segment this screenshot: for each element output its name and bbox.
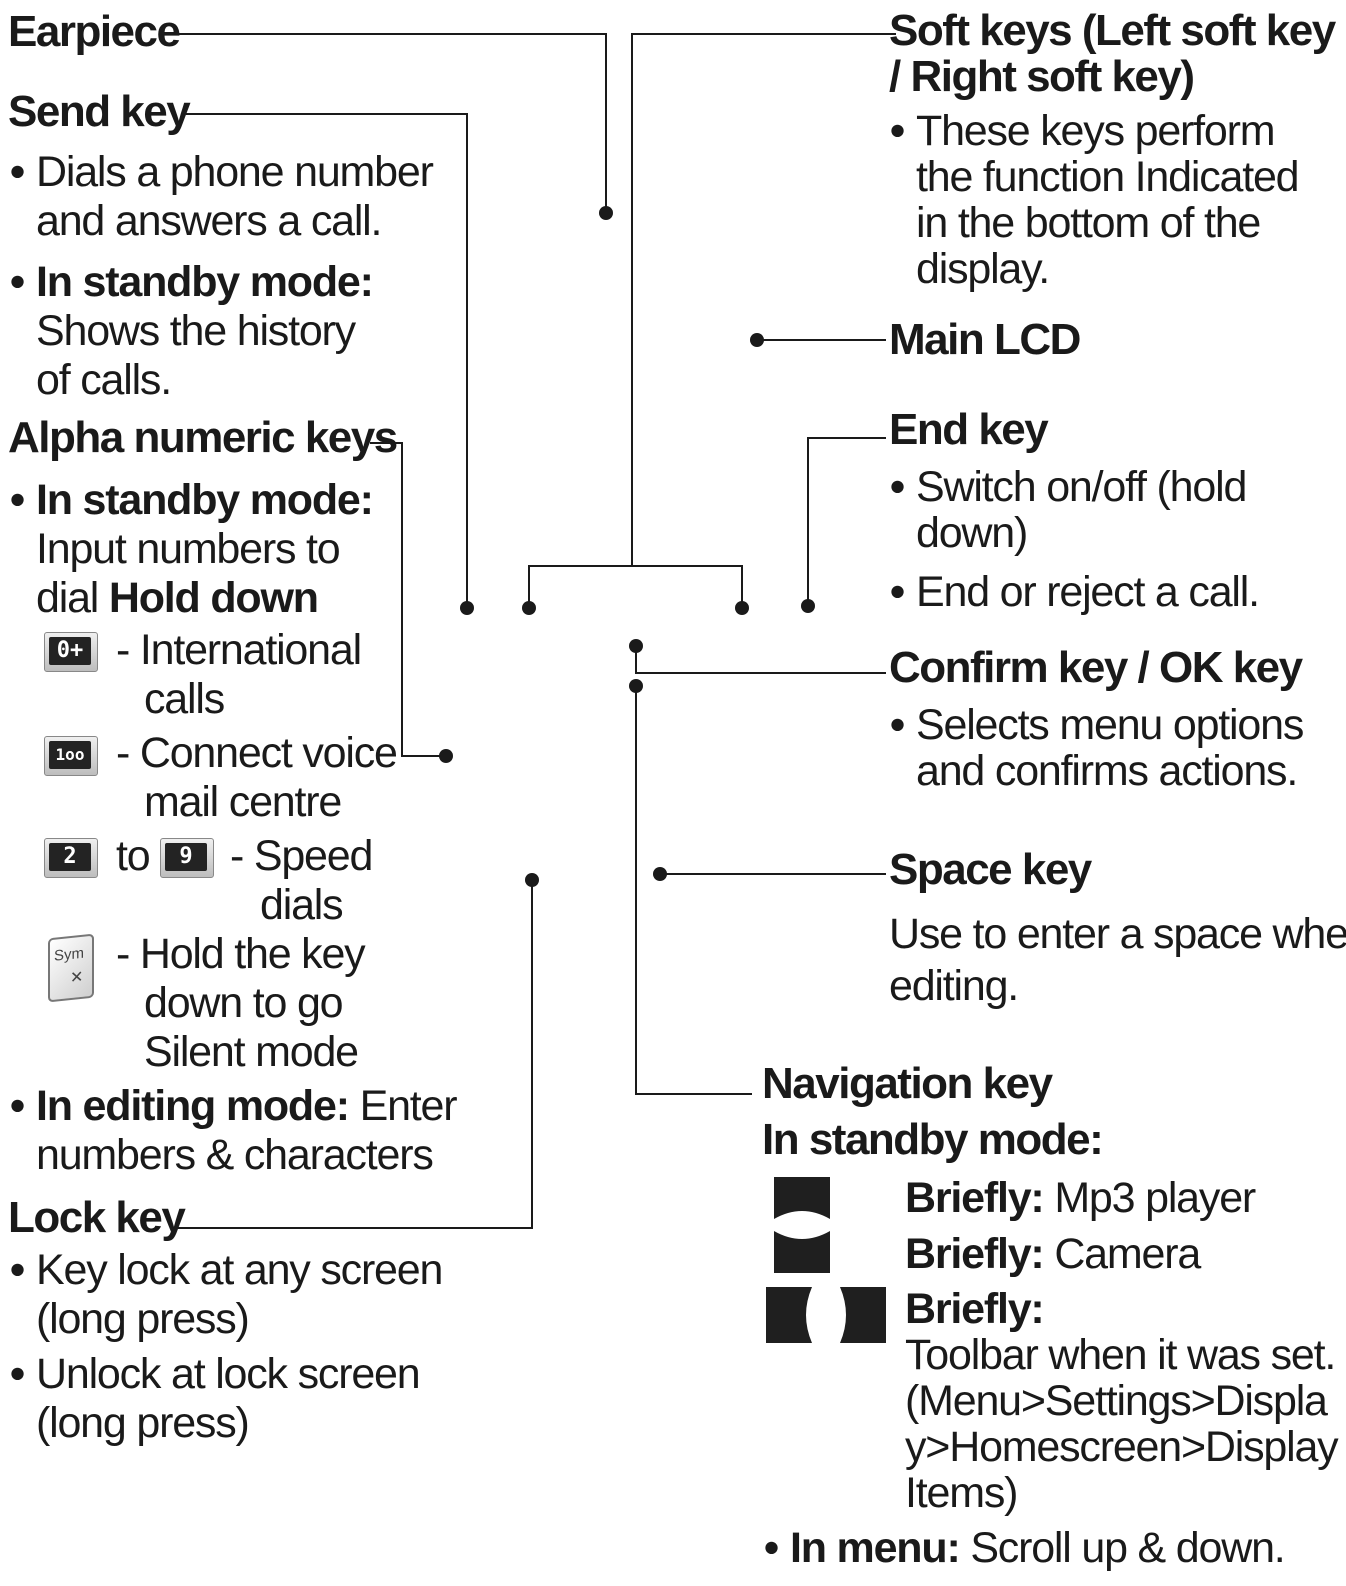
earpiece-leader bbox=[178, 33, 607, 208]
mute-icon: ✕ bbox=[70, 968, 84, 988]
alpha-keys-dot bbox=[439, 749, 453, 763]
navigation-key-dot bbox=[629, 679, 643, 693]
main-lcd-dot bbox=[750, 333, 764, 347]
alpha-keys-title: Alpha numeric keys bbox=[8, 413, 398, 462]
nav-up-down-icon bbox=[774, 1177, 830, 1273]
bullet-dot: • bbox=[10, 1082, 25, 1130]
space-key-dot bbox=[653, 867, 667, 881]
send-key-bullet-2: • In standby mode: Shows the history of … bbox=[10, 258, 374, 404]
bullet-dot: • bbox=[10, 1246, 25, 1294]
lock-key-bullet-2: • Unlock at lock screen (long press) bbox=[10, 1350, 421, 1447]
confirm-key-dot bbox=[629, 639, 643, 653]
soft-keys-leader bbox=[631, 33, 896, 566]
bullet-dot: • bbox=[764, 1524, 779, 1572]
space-key-title: Space key bbox=[889, 845, 1092, 894]
nav-left-right-icon bbox=[766, 1287, 886, 1343]
send-key-title: Send key bbox=[8, 87, 191, 136]
key-1-description: - Connect voice mail centre bbox=[116, 729, 398, 826]
nav-up-text: Briefly: Mp3 player bbox=[905, 1174, 1256, 1222]
navigation-key-title: Navigation key bbox=[762, 1059, 1053, 1108]
nav-down-text: Briefly: Camera bbox=[905, 1230, 1201, 1278]
bullet-dot: • bbox=[10, 258, 25, 306]
sym-key-description: - Hold the key down to go Silent mode bbox=[116, 930, 366, 1076]
send-key-bullet-1: • Dials a phone number and answers a cal… bbox=[10, 148, 434, 245]
main-lcd-title: Main LCD bbox=[889, 315, 1081, 364]
end-key-title: End key bbox=[889, 405, 1049, 454]
key-2-icon: 2 bbox=[44, 838, 98, 878]
lock-key-title: Lock key bbox=[8, 1193, 186, 1242]
lock-key-dot bbox=[525, 873, 539, 887]
alpha-keys-bullet-2: • In editing mode: Enter numbers & chara… bbox=[10, 1082, 458, 1179]
confirm-key-bullet: • Selects menu options and confirms acti… bbox=[890, 701, 1304, 795]
navigation-key-leader bbox=[635, 686, 752, 1095]
send-key-leader bbox=[186, 113, 468, 608]
earpiece-title: Earpiece bbox=[8, 7, 181, 56]
sym-key-icon: Sym ✕ bbox=[48, 933, 94, 1003]
lock-key-leader bbox=[176, 880, 533, 1229]
end-key-bullet-1: • Switch on/off (hold down) bbox=[890, 463, 1247, 557]
key-9-icon: 9 bbox=[160, 838, 214, 878]
confirm-key-leader bbox=[635, 646, 886, 674]
space-key-text: Use to enter a space when editing. bbox=[889, 910, 1346, 1010]
end-key-bullet-2: • End or reject a call. bbox=[890, 568, 1260, 616]
earpiece-dot bbox=[599, 206, 613, 220]
bullet-dot: • bbox=[10, 476, 25, 524]
key-0-plus-icon: 0+ bbox=[44, 632, 98, 672]
nav-lr-text: Briefly: Toolbar when it was set. (Menu>… bbox=[905, 1285, 1339, 1517]
alpha-keys-leader bbox=[370, 442, 444, 757]
key-0-description: - International calls bbox=[116, 626, 362, 723]
bullet-dot: • bbox=[890, 463, 905, 511]
bullet-dot: • bbox=[890, 701, 905, 749]
right-soft-key-dot bbox=[735, 601, 749, 615]
end-key-leader bbox=[807, 437, 886, 606]
bullet-dot: • bbox=[890, 107, 905, 155]
end-key-dot bbox=[801, 599, 815, 613]
alpha-keys-bullet-1: • In standby mode: Input numbers to dial… bbox=[10, 476, 374, 622]
key-to-label: to bbox=[116, 832, 151, 880]
bullet-dot: • bbox=[10, 1350, 25, 1398]
bullet-dot: • bbox=[890, 568, 905, 616]
bullet-dot: • bbox=[10, 148, 25, 196]
send-key-dot bbox=[460, 601, 474, 615]
confirm-key-title: Confirm key / OK key bbox=[889, 643, 1303, 692]
key-2-9-description: - Speed dials bbox=[230, 832, 373, 929]
key-1-voicemail-icon: 1oo bbox=[44, 736, 98, 776]
soft-keys-title: Soft keys (Left soft key / Right soft ke… bbox=[889, 6, 1336, 101]
soft-keys-bullet: • These keys perform the function Indica… bbox=[890, 107, 1300, 293]
soft-keys-bracket bbox=[528, 565, 743, 607]
left-soft-key-dot bbox=[522, 601, 536, 615]
navigation-key-subtitle: In standby mode: bbox=[762, 1115, 1104, 1164]
lock-key-bullet-1: • Key lock at any screen (long press) bbox=[10, 1246, 443, 1343]
nav-menu-bullet: • In menu: Scroll up & down. bbox=[764, 1524, 1286, 1572]
